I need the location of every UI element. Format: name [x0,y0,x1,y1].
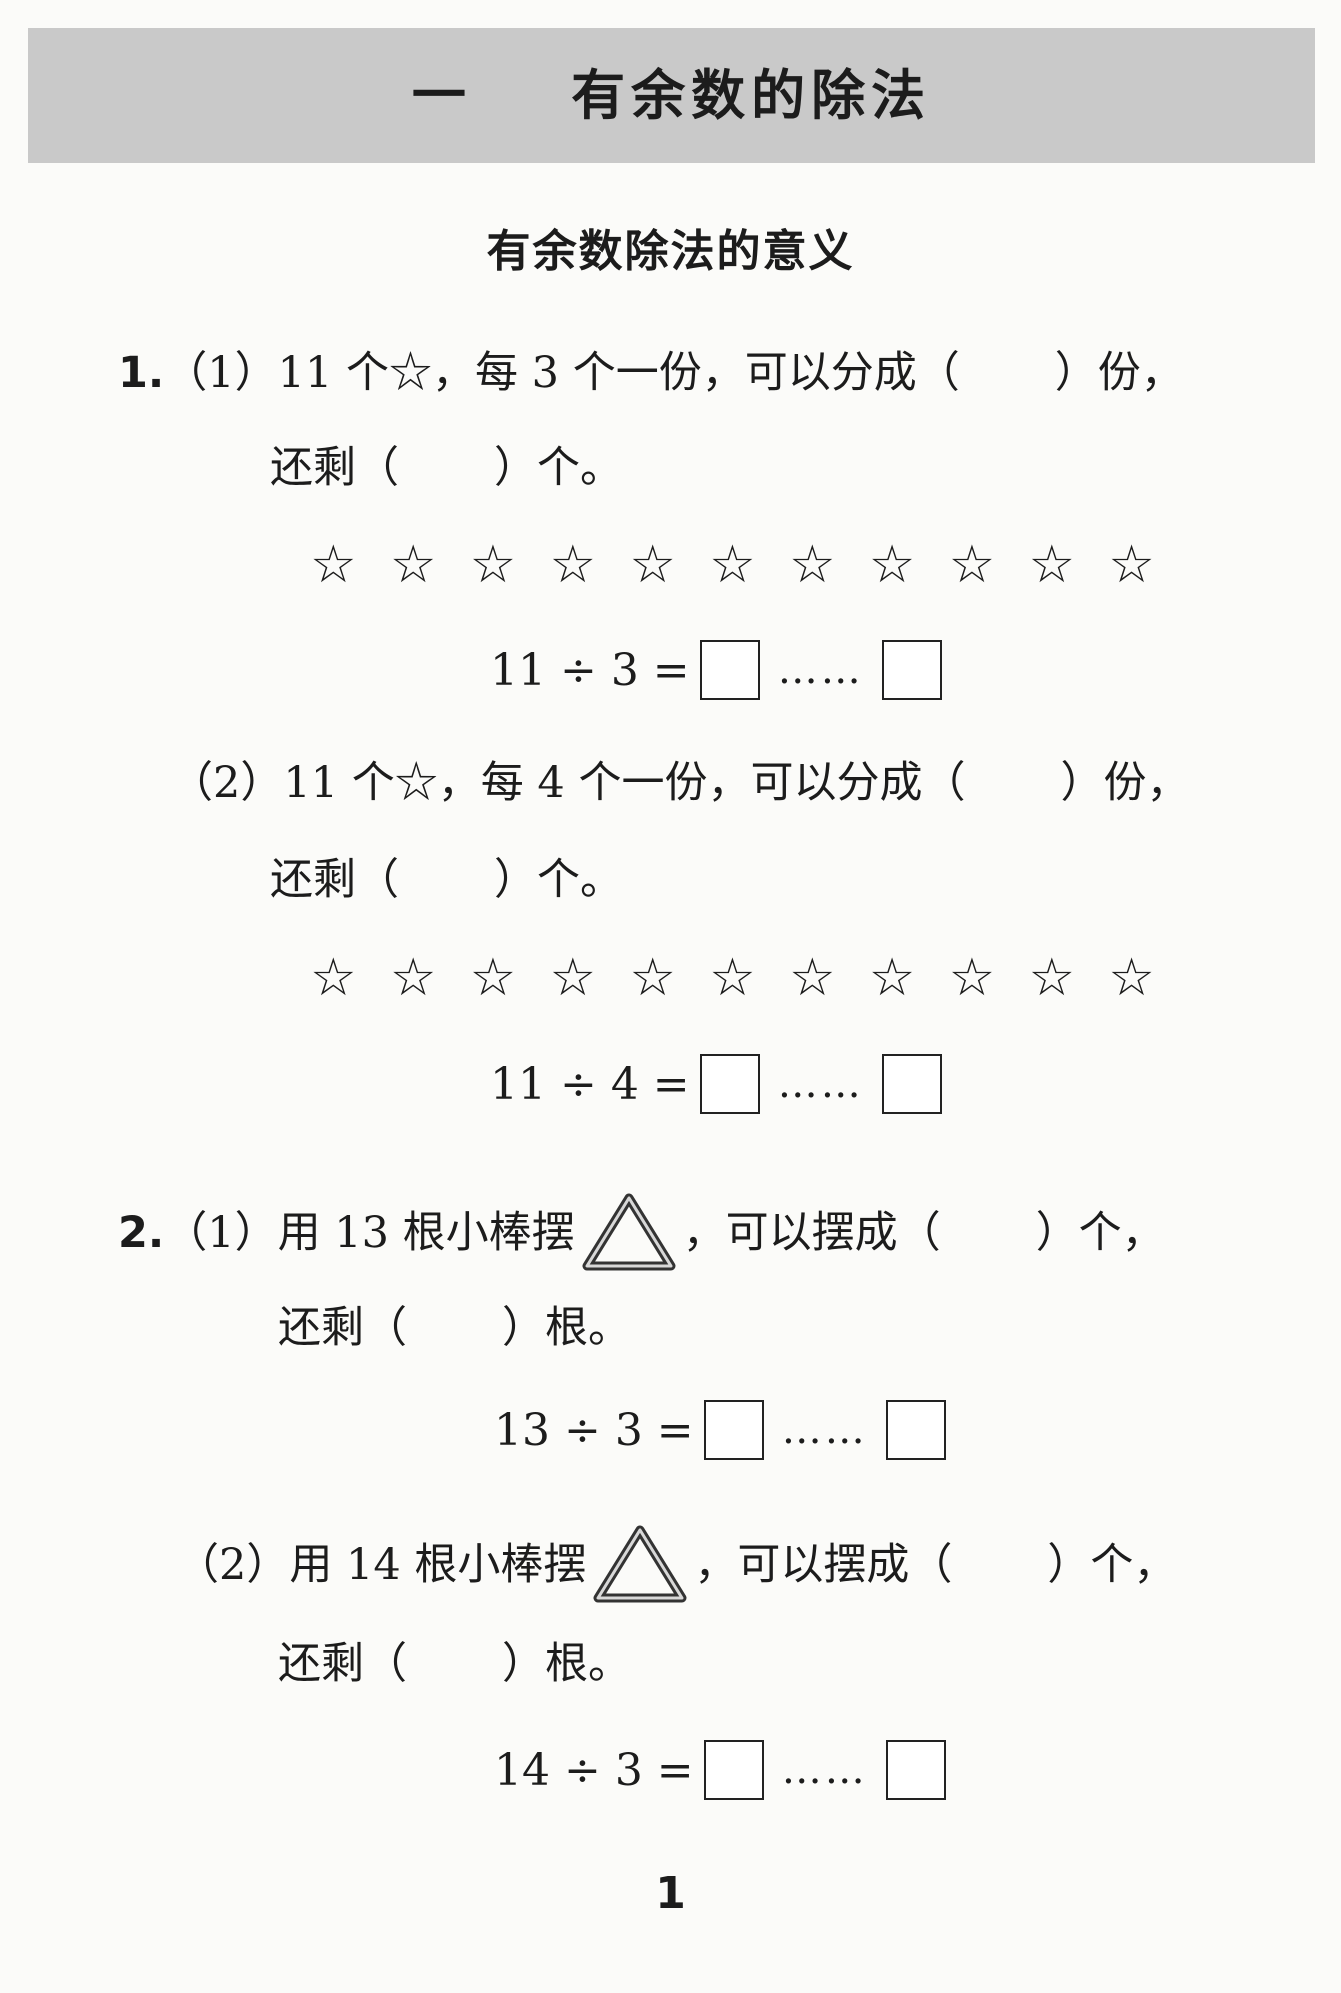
star-icon: ☆ [629,948,676,1008]
star-icon: ☆ [549,535,597,595]
q2-p1-line2-a: 还剩（ [278,1303,407,1353]
q1-p2-line1: （2） 11 个☆，每 4 个一份，可以分成（ ）份， [170,755,1189,811]
q2-p2-line2-a: 还剩（ [278,1639,407,1689]
q1-p1-label: （1） [164,348,278,398]
q2-p2-dots: …… [781,1747,868,1793]
chapter-banner: 一 有余数的除法 [28,28,1315,163]
q1-p1-line2: 还剩（ ）个。 [270,440,623,496]
q2-p1-text-b: ，可以摆成（ [682,1208,941,1258]
q2-p2-label: （2） [176,1540,290,1590]
q2-p2-line1: （2） 用 14 根小棒摆 ，可以摆成（ ）个， [176,1520,1176,1610]
q2-p2-equation-text: 14 ÷ 3 = [494,1744,694,1796]
q1-p2-text-b: ）份， [1060,758,1190,808]
chapter-title: 一 有余数的除法 [411,64,932,127]
star-icon: ☆ [948,535,996,595]
q1-p1-stars: ☆ ☆ ☆ ☆ ☆ ☆ ☆ ☆ ☆ ☆ ☆ [310,535,1155,595]
star-icon: ☆ [629,535,676,595]
q2-p2-text-b: ，可以摆成（ [694,1540,953,1590]
q2-p1-dots: …… [781,1407,868,1453]
q1-p1-line2-a: 还剩（ [270,443,399,493]
star-icon: ☆ [788,948,836,1008]
q2-p2-remainder-box[interactable] [885,1740,946,1800]
star-icon: ☆ [389,535,437,595]
q1-p1-line2-b: ）个。 [494,443,623,493]
star-icon: ☆ [1028,535,1076,595]
star-icon: ☆ [469,948,517,1008]
q2-number: 2. [118,1208,165,1258]
q1-p2-equation-text: 11 ÷ 4 = [490,1058,690,1110]
q2-p2-quotient-box[interactable] [703,1740,764,1800]
q2-p1-quotient-box[interactable] [703,1400,764,1460]
q1-p1-text-b: ）份， [1054,348,1184,398]
star-icon: ☆ [310,948,357,1008]
star-icon: ☆ [1108,535,1155,595]
section-title: 有余数除法的意义 [486,226,855,277]
star-icon: ☆ [469,535,517,595]
q1-p1-remainder-box[interactable] [881,640,942,700]
q2-p2-text-c: ）个， [1047,1540,1177,1590]
q2-p1-label: （1） [164,1208,278,1258]
q1-p2-text-a: 11 个☆，每 4 个一份，可以分成（ [283,758,966,808]
page-number: 1 [655,1868,686,1919]
q2-p1-line2-b: ）根。 [502,1303,631,1353]
star-icon: ☆ [868,535,916,595]
q2-p1-text-c: ）个， [1035,1208,1165,1258]
q1-p1-equation-text: 11 ÷ 3 = [490,644,690,696]
q2-p1-line2: 还剩（ ）根。 [278,1300,631,1356]
q1-p2-line2: 还剩（ ）个。 [270,852,623,908]
triangle-sticks-icon [582,1193,676,1271]
q2-p1-remainder-box[interactable] [885,1400,946,1460]
star-icon: ☆ [948,948,996,1008]
q1-p1-quotient-box[interactable] [699,640,760,700]
star-icon: ☆ [868,948,916,1008]
star-icon: ☆ [1108,948,1155,1008]
q2-p1-equation-text: 13 ÷ 3 = [494,1404,694,1456]
q1-p2-label: （2） [170,758,284,808]
q2-p1-equation: 13 ÷ 3 = …… [494,1398,956,1462]
q1-p2-dots: …… [777,1061,864,1107]
q1-p2-quotient-box[interactable] [699,1054,760,1114]
q2-p2-equation: 14 ÷ 3 = …… [494,1738,956,1802]
q1-p2-remainder-box[interactable] [881,1054,942,1114]
q1-p1-dots: …… [777,647,864,693]
q1-number: 1. [118,348,165,398]
q2-p2-line2: 还剩（ ）根。 [278,1636,631,1692]
q1-p2-stars: ☆ ☆ ☆ ☆ ☆ ☆ ☆ ☆ ☆ ☆ ☆ [310,948,1155,1008]
q1-p1-equation: 11 ÷ 3 = …… [490,638,952,702]
star-icon: ☆ [549,948,597,1008]
star-icon: ☆ [310,535,357,595]
q1-p1-line1: 1. （1） 11 个☆，每 3 个一份，可以分成（ ）份， [118,345,1184,401]
star-icon: ☆ [709,535,756,595]
q1-p2-equation: 11 ÷ 4 = …… [490,1052,952,1116]
star-icon: ☆ [1028,948,1076,1008]
star-icon: ☆ [709,948,756,1008]
q1-p2-line2-b: ）个。 [494,855,623,905]
q1-p2-line2-a: 还剩（ [270,855,399,905]
q2-p1-line1: 2. （1） 用 13 根小棒摆 ，可以摆成（ ）个， [118,1188,1165,1278]
triangle-sticks-icon [593,1525,687,1603]
star-icon: ☆ [389,948,437,1008]
star-icon: ☆ [788,535,836,595]
q1-p1-text-a: 11 个☆，每 3 个一份，可以分成（ [277,348,960,398]
q2-p2-text-a: 用 14 根小棒摆 [289,1540,587,1590]
q2-p1-text-a: 用 13 根小棒摆 [277,1208,575,1258]
q2-p2-line2-b: ）根。 [502,1639,631,1689]
